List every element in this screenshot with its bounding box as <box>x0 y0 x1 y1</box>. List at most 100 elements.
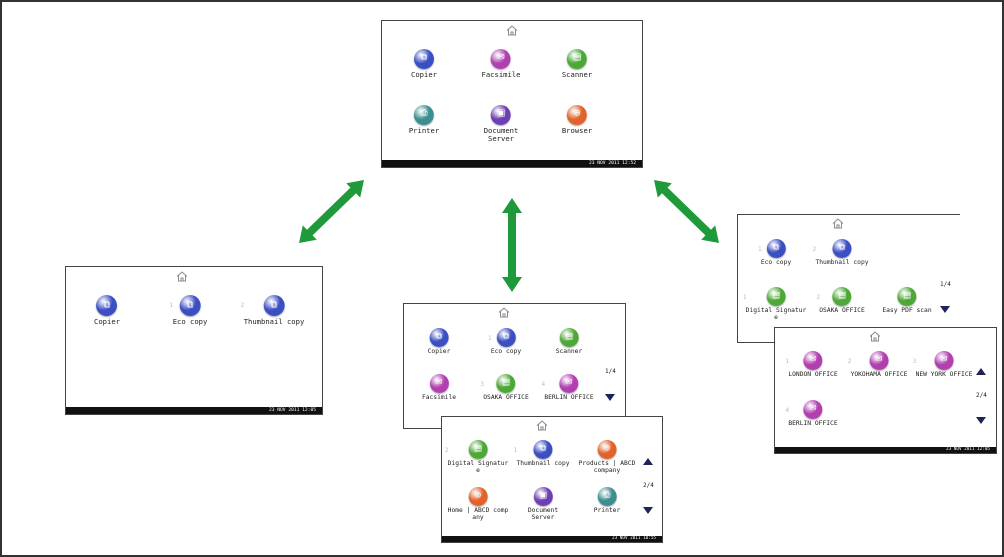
shortcut-number: 2 <box>444 446 449 454</box>
app-label: Printer <box>593 507 621 514</box>
app-glyph-icon: ⧉ <box>838 242 846 253</box>
app-glyph-icon: ⧉ <box>435 331 443 342</box>
app-label: Printer <box>408 126 440 135</box>
app-button-copier[interactable]: ⧉Copier <box>411 49 437 79</box>
home-icon[interactable] <box>176 271 188 282</box>
green-app-icon: ▤ <box>566 49 587 69</box>
shortcut-number: 1 <box>742 293 747 301</box>
blue-app-icon: ⧉ <box>766 239 786 258</box>
orange-app-icon: ⊕ <box>566 105 587 125</box>
double-arrow-icon <box>299 180 364 243</box>
app-button-browser[interactable]: ⊕Browser <box>562 105 592 135</box>
app-label: BERLIN OFFICE <box>544 394 594 401</box>
app-glyph-icon: ⎙ <box>420 108 428 119</box>
blue-app-icon: ⧉ <box>832 239 852 258</box>
shortcut-number: 2 <box>816 293 821 301</box>
violet-app-icon: ▣ <box>533 487 553 506</box>
app-glyph-icon: ✉ <box>940 354 948 365</box>
violet-app-icon: ▣ <box>491 105 511 125</box>
app-label: Thumbnail copy <box>516 460 570 467</box>
teal-app-icon: ⎙ <box>413 105 434 125</box>
app-button-easy-pdf-scan[interactable]: ▤ Easy PDF scan <box>882 287 932 315</box>
green-app-icon: ▤ <box>832 287 852 306</box>
app-button-printer[interactable]: ⎙Printer <box>593 487 621 515</box>
app-glyph-icon: ⧉ <box>772 242 780 253</box>
app-label: Facsimile <box>481 70 521 79</box>
app-button-copier[interactable]: ⧉Copier <box>428 328 450 356</box>
double-arrow-icon <box>502 198 522 292</box>
shortcut-number: 3 <box>480 380 485 388</box>
purple-pink-app-icon: ✉ <box>803 351 823 370</box>
home-icon[interactable] <box>536 420 548 431</box>
green-app-icon: ▤ <box>468 440 488 459</box>
app-glyph-icon: ▤ <box>771 290 781 301</box>
status-bar: 23 NOV 2011 12:05 <box>66 407 322 414</box>
shortcut-number: 2 <box>812 245 817 253</box>
app-glyph-icon: ▤ <box>902 290 912 301</box>
scroll-up-button[interactable] <box>643 458 653 465</box>
page-indicator: 2/4 <box>643 482 654 489</box>
app-button-facsimile[interactable]: ✉Facsimile <box>422 374 456 402</box>
status-bar: 23 NOV 2011 12:52 <box>382 160 642 167</box>
green-app-icon: ▤ <box>897 287 917 306</box>
home-icon[interactable] <box>498 307 510 318</box>
blue-app-icon: ⧉ <box>533 440 553 459</box>
app-label: LONDON OFFICE <box>788 371 838 378</box>
app-glyph-icon: ⧉ <box>502 331 510 342</box>
purple-pink-app-icon: ✉ <box>869 351 889 370</box>
shortcut-number: 1 <box>513 446 518 454</box>
home-icon[interactable] <box>832 218 844 229</box>
shortcut-number: 1 <box>785 357 790 365</box>
app-label: Scanner <box>561 70 593 79</box>
blue-app-icon: ⧉ <box>496 328 516 347</box>
app-button-scanner[interactable]: ▤Scanner <box>562 49 592 79</box>
app-label: Easy PDF scan <box>882 307 932 314</box>
app-label: Scanner <box>555 348 583 355</box>
home-icon[interactable] <box>869 331 881 342</box>
green-app-icon: ▤ <box>496 374 516 393</box>
blue-app-icon: ⧉ <box>429 328 449 347</box>
app-glyph-icon: ⧉ <box>186 298 194 310</box>
purple-pink-app-icon: ✉ <box>934 351 954 370</box>
scroll-down-button[interactable] <box>643 507 653 514</box>
page-indicator: 1/4 <box>940 281 951 288</box>
app-button-copier[interactable]: ⧉Copier <box>94 295 120 326</box>
status-bar: 23 NOV 2011 12:05 <box>775 447 996 453</box>
app-label: OSAKA OFFICE <box>483 394 529 401</box>
app-glyph-icon: ✉ <box>875 354 883 365</box>
app-glyph-icon: ▤ <box>564 331 574 342</box>
app-glyph-icon: ⧉ <box>539 443 547 454</box>
app-button-scanner[interactable]: ▤ Scanner <box>555 328 583 356</box>
scroll-down-button[interactable] <box>976 417 986 424</box>
scroll-down-button[interactable] <box>940 306 950 313</box>
app-glyph-icon: ▤ <box>473 443 483 454</box>
app-button-facsimile[interactable]: ✉Facsimile <box>481 49 521 79</box>
scroll-up-button[interactable] <box>976 368 986 375</box>
home-icon[interactable] <box>506 25 518 36</box>
app-button-printer[interactable]: ⎙ Printer <box>409 105 439 135</box>
scroll-down-button[interactable] <box>605 394 615 401</box>
